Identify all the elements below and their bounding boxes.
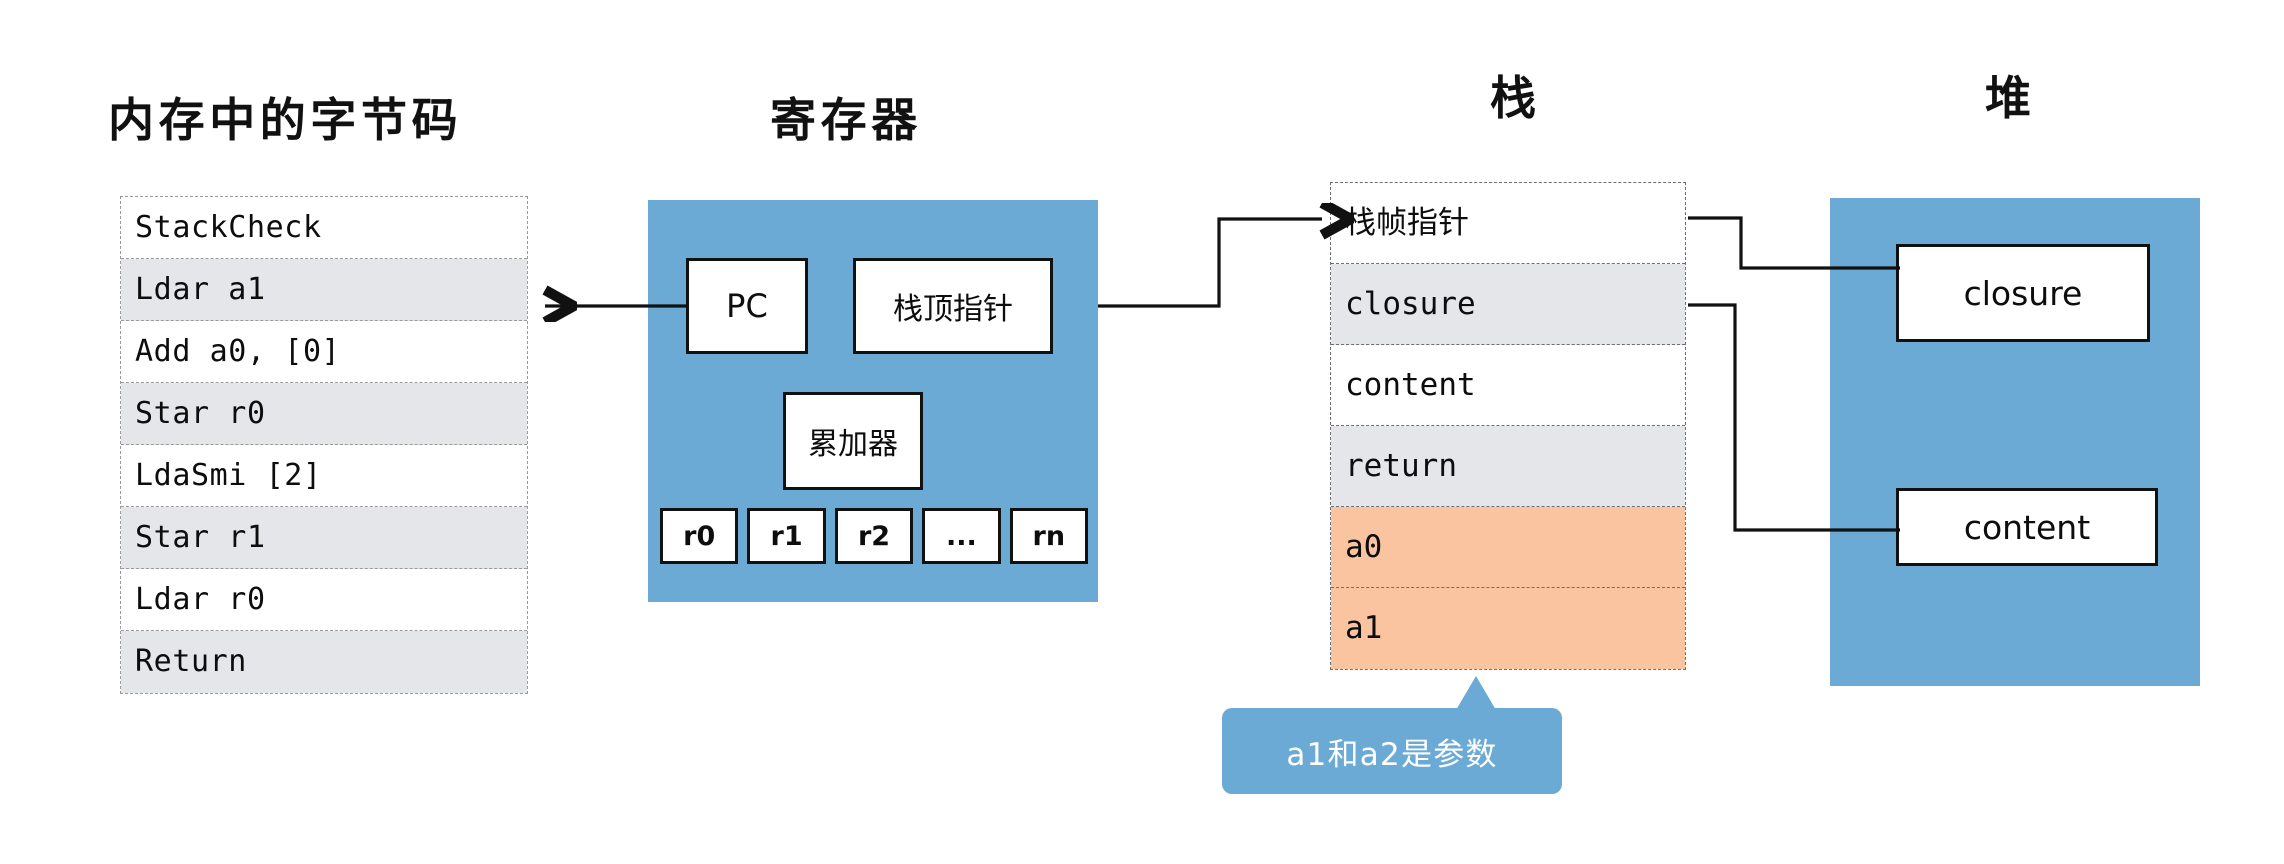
bytecode-row: Star r1 [121, 507, 527, 569]
params-callout: a1和a2是参数 [1222, 708, 1562, 794]
register-slot: r1 [747, 508, 826, 564]
register-slot: ... [922, 508, 1001, 564]
callout-tail [1456, 676, 1496, 710]
bytecode-row: Star r0 [121, 383, 527, 445]
bytecode-table: StackCheck Ldar a1 Add a0, [0] Star r0 L… [120, 196, 528, 694]
register-panel: PC 栈顶指针 累加器 r0 r1 r2 ... rn [648, 200, 1098, 602]
stack-top-pointer-to-stack-arrow [1098, 219, 1322, 308]
accumulator-box: 累加器 [783, 392, 923, 490]
bytecode-row: Return [121, 631, 527, 693]
register-slot: rn [1009, 508, 1089, 564]
stack-column: 栈帧指针 closure content return a0 a1 [1330, 182, 1686, 670]
bytecode-row: StackCheck [121, 197, 527, 259]
stack-row-return: return [1331, 426, 1685, 507]
heap-closure-box: closure [1896, 244, 2150, 342]
heading-stack: 栈 [1490, 71, 1541, 125]
heading-heap: 堆 [1985, 71, 2036, 125]
register-slot: r2 [834, 508, 914, 564]
pc-box: PC [686, 258, 808, 354]
bytecode-row: LdaSmi [2] [121, 445, 527, 507]
stack-row-closure: closure [1331, 264, 1685, 345]
heap-content-box: content [1896, 488, 2158, 566]
heading-bytecode: 内存中的字节码 [108, 93, 463, 147]
bytecode-row: Ldar a1 [121, 259, 527, 321]
heading-register: 寄存器 [770, 93, 922, 147]
stack-row-a1: a1 [1331, 588, 1685, 669]
stack-row-frame-pointer: 栈帧指针 [1331, 183, 1685, 264]
register-slot-list: r0 r1 r2 ... rn [660, 508, 1089, 564]
bytecode-row: Add a0, [0] [121, 321, 527, 383]
bytecode-row: Ldar r0 [121, 569, 527, 631]
stack-row-content: content [1331, 345, 1685, 426]
heap-panel: closure content [1830, 198, 2200, 686]
register-slot: r0 [660, 508, 739, 564]
stack-top-pointer-box: 栈顶指针 [853, 258, 1053, 354]
stack-row-a0: a0 [1331, 507, 1685, 588]
